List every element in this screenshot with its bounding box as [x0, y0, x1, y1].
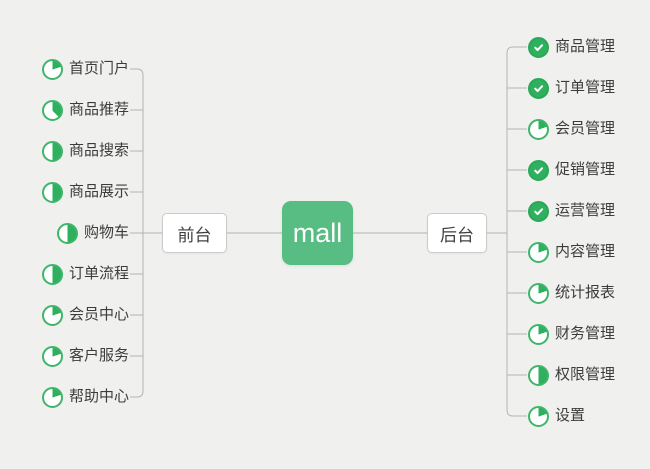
topic-label: 权限管理	[555, 366, 616, 383]
pie-progress-icon	[41, 58, 63, 80]
topic-label: 促销管理	[555, 161, 616, 178]
root-node-mall[interactable]: mall	[282, 201, 353, 265]
topic-label: 内容管理	[555, 243, 616, 260]
root-node-label: mall	[292, 217, 343, 248]
branch-node-label: 后台	[440, 225, 474, 245]
topic-label: 客户服务	[68, 347, 129, 364]
topic-item-product-mgmt[interactable]: 商品管理	[528, 36, 615, 58]
pie-progress-icon	[528, 364, 549, 386]
topic-item-order-mgmt[interactable]: 订单管理	[528, 77, 615, 99]
check-circle-icon	[528, 159, 549, 181]
pie-progress-icon	[528, 405, 549, 427]
pie-progress-icon	[41, 99, 63, 121]
topic-label: 订单管理	[555, 79, 616, 96]
topic-label: 运营管理	[555, 202, 616, 219]
pie-progress-icon	[56, 222, 78, 244]
topic-item-content-mgmt[interactable]: 内容管理	[528, 241, 615, 263]
branch-node-front[interactable]: 前台	[162, 213, 227, 253]
pie-progress-icon	[41, 304, 63, 326]
topic-item-product-display[interactable]: 商品展示	[41, 181, 129, 203]
topic-label: 商品推荐	[68, 101, 129, 118]
topic-label: 设置	[555, 407, 586, 424]
topic-item-permission-mgmt[interactable]: 权限管理	[528, 364, 615, 386]
pie-progress-icon	[41, 181, 63, 203]
topic-item-product-search[interactable]: 商品搜索	[41, 140, 129, 162]
topic-label: 财务管理	[555, 325, 616, 342]
pie-progress-icon	[41, 263, 63, 285]
topic-item-member-mgmt[interactable]: 会员管理	[528, 118, 615, 140]
topic-label: 首页门户	[68, 60, 129, 77]
topic-item-member-center[interactable]: 会员中心	[41, 304, 129, 326]
check-circle-icon	[528, 200, 549, 222]
topic-item-finance-mgmt[interactable]: 财务管理	[528, 323, 615, 345]
check-circle-icon	[528, 77, 549, 99]
topic-item-product-recommend[interactable]: 商品推荐	[41, 99, 129, 121]
topic-item-help-center[interactable]: 帮助中心	[41, 386, 129, 408]
topic-item-order-flow[interactable]: 订单流程	[41, 263, 129, 285]
topic-label: 购物车	[83, 224, 129, 241]
topic-item-cart[interactable]: 购物车	[56, 222, 129, 244]
pie-progress-icon	[528, 282, 549, 304]
topic-item-home-portal[interactable]: 首页门户	[41, 58, 129, 80]
branch-node-back[interactable]: 后台	[427, 213, 487, 253]
topic-label: 商品管理	[555, 38, 616, 55]
branch-node-label: 前台	[177, 225, 212, 245]
pie-progress-icon	[528, 323, 549, 345]
pie-progress-icon	[41, 345, 63, 367]
topic-label: 商品搜索	[68, 142, 129, 159]
topic-item-promotion-mgmt[interactable]: 促销管理	[528, 159, 615, 181]
topic-item-settings[interactable]: 设置	[528, 405, 585, 427]
pie-progress-icon	[41, 386, 63, 408]
topic-label: 会员中心	[68, 306, 129, 323]
check-circle-icon	[528, 36, 549, 58]
pie-progress-icon	[41, 140, 63, 162]
topic-label: 会员管理	[555, 120, 616, 137]
pie-progress-icon	[528, 118, 549, 140]
topic-item-customer-service[interactable]: 客户服务	[41, 345, 129, 367]
pie-progress-icon	[528, 241, 549, 263]
topic-label: 订单流程	[68, 265, 129, 282]
topic-item-operation-mgmt[interactable]: 运营管理	[528, 200, 615, 222]
topic-label: 帮助中心	[68, 388, 129, 405]
topic-label: 商品展示	[68, 183, 129, 200]
topic-item-statistics-report[interactable]: 统计报表	[528, 282, 615, 304]
topic-label: 统计报表	[555, 284, 616, 301]
